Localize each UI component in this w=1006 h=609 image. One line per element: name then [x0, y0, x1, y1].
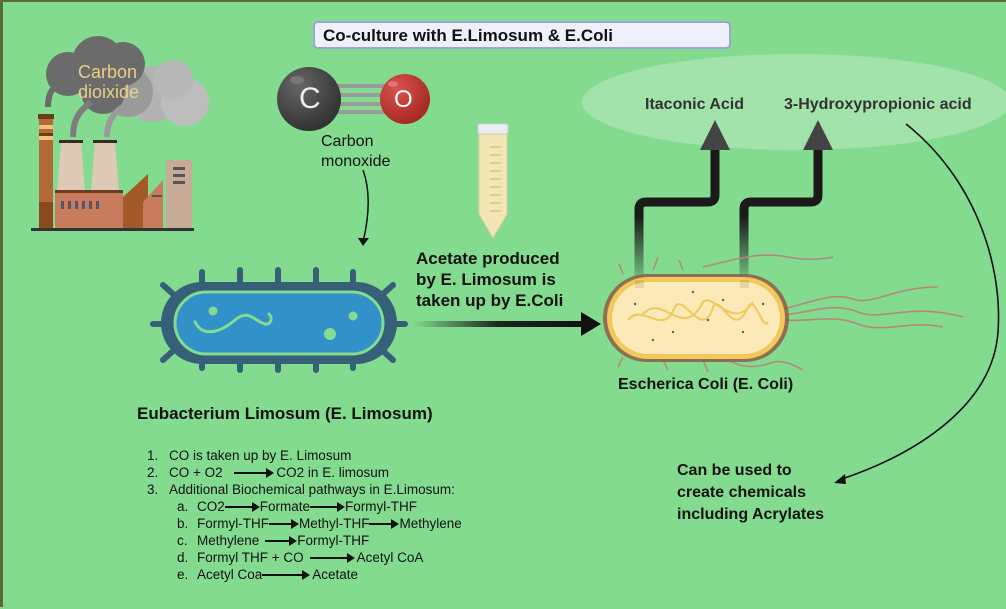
reaction-arrow-icon	[310, 502, 346, 513]
use-line1: Can be used to	[677, 462, 792, 479]
step-text: Acetate	[312, 567, 359, 582]
step-item: 2. CO + O2 CO2 in E. limosum	[147, 464, 462, 481]
e-limosum-title: Eubacterium Limosum (E. Limosum)	[137, 404, 433, 423]
step-text: CO + O2	[169, 465, 223, 480]
reaction-arrow-icon	[234, 468, 275, 479]
step-text: CO2	[197, 499, 225, 514]
co-uptake-arrow	[362, 169, 370, 243]
step-number: 1.	[147, 448, 159, 463]
substep-letter: b.	[177, 516, 189, 531]
step-text: Formyl-THF	[345, 499, 418, 514]
carbon-dioxide-label: Carbon dioixide	[78, 62, 139, 102]
reaction-arrow-icon	[268, 519, 299, 530]
step-item: 3. Additional Biochemical pathways in E.L…	[147, 481, 462, 498]
acetate-transfer-arrow	[413, 321, 583, 327]
step-text: Formyl-THF	[197, 516, 269, 531]
step-text: Formyl THF + CO	[197, 550, 304, 565]
carbon-monoxide-label: Carbon monoxide	[321, 132, 390, 172]
step-text: Acetyl Coa	[197, 567, 263, 582]
substep-letter: d.	[177, 550, 189, 565]
substep-item: e. Acetyl Coa Acetate	[147, 566, 462, 583]
step-number: 3.	[147, 482, 159, 497]
use-line3: including Acrylates	[677, 506, 824, 523]
e-coli-bacterium	[603, 254, 964, 373]
step-number: 2.	[147, 465, 159, 480]
substep-letter: e.	[177, 567, 189, 582]
transfer-line1: Acetate produced	[416, 249, 560, 268]
product-arrows	[634, 120, 833, 282]
step-text: Formyl-THF	[297, 533, 370, 548]
use-arrow	[838, 123, 1000, 481]
step-text: Methyl-THF	[298, 516, 370, 531]
diagram-artwork	[31, 36, 1006, 484]
co-label-line2: monoxide	[321, 153, 391, 170]
reaction-arrow-icon	[262, 570, 311, 581]
carbon-monoxide-molecule	[277, 67, 430, 131]
pathway-steps-list: 1. CO is taken up by E. Limosum 2. CO + O2…	[147, 447, 462, 583]
product-3hp-acid: 3-Hydroxypropionic acid	[784, 96, 972, 113]
diagram-title: Co-culture with E.Limosum & E.Coli	[313, 21, 731, 49]
product-itaconic-acid: Itaconic Acid	[645, 96, 744, 113]
falcon-tube-icon	[477, 123, 509, 239]
step-text: Formate	[259, 499, 311, 514]
reaction-arrow-icon	[369, 519, 400, 530]
oxygen-atom-label: O	[394, 86, 413, 113]
co-label-line1: Carbon	[321, 133, 374, 150]
smoke-cloud	[45, 36, 209, 138]
use-label: Can be used to create chemicals includin…	[677, 460, 824, 526]
use-line2: create chemicals	[677, 484, 806, 501]
reaction-arrow-icon	[309, 553, 355, 564]
products-ellipse	[582, 54, 1006, 150]
substep-item: d. Formyl THF + CO Acetyl CoA	[147, 549, 462, 566]
e-limosum-bacterium	[150, 267, 408, 373]
reaction-arrow-icon	[224, 502, 260, 513]
step-text: CO2 in E. limosum	[276, 465, 389, 480]
transfer-line3: taken up by E.Coli	[416, 291, 564, 310]
step-text: CO is taken up by E. Limosum	[169, 448, 352, 463]
step-text: Methylene	[399, 516, 462, 531]
e-coli-title: Escherica Coli (E. Coli)	[618, 376, 794, 393]
substep-item: c. Methylene Formyl-THF	[147, 532, 462, 549]
step-text: Acetyl CoA	[356, 550, 424, 565]
step-item: 1. CO is taken up by E. Limosum	[147, 447, 462, 464]
step-text: Additional Biochemical pathways in E.Lim…	[169, 482, 455, 497]
acetate-transfer-label: Acetate produced by E. Limosum is taken …	[416, 248, 563, 311]
co2-label-line1: Carbon	[78, 62, 138, 82]
substep-item: b. Formyl-THF Methyl-THF Methylene	[147, 515, 462, 532]
co2-label-line2: dioixide	[78, 82, 140, 102]
factory-icon	[31, 114, 194, 231]
step-text: Methylene	[197, 533, 260, 548]
substep-letter: c.	[177, 533, 188, 548]
reaction-arrow-icon	[265, 536, 298, 547]
carbon-atom-label: C	[299, 82, 321, 115]
transfer-line2: by E. Limosum is	[416, 270, 556, 289]
substep-letter: a.	[177, 499, 189, 514]
substep-item: a. CO2 Formate Formyl-THF	[147, 498, 462, 515]
